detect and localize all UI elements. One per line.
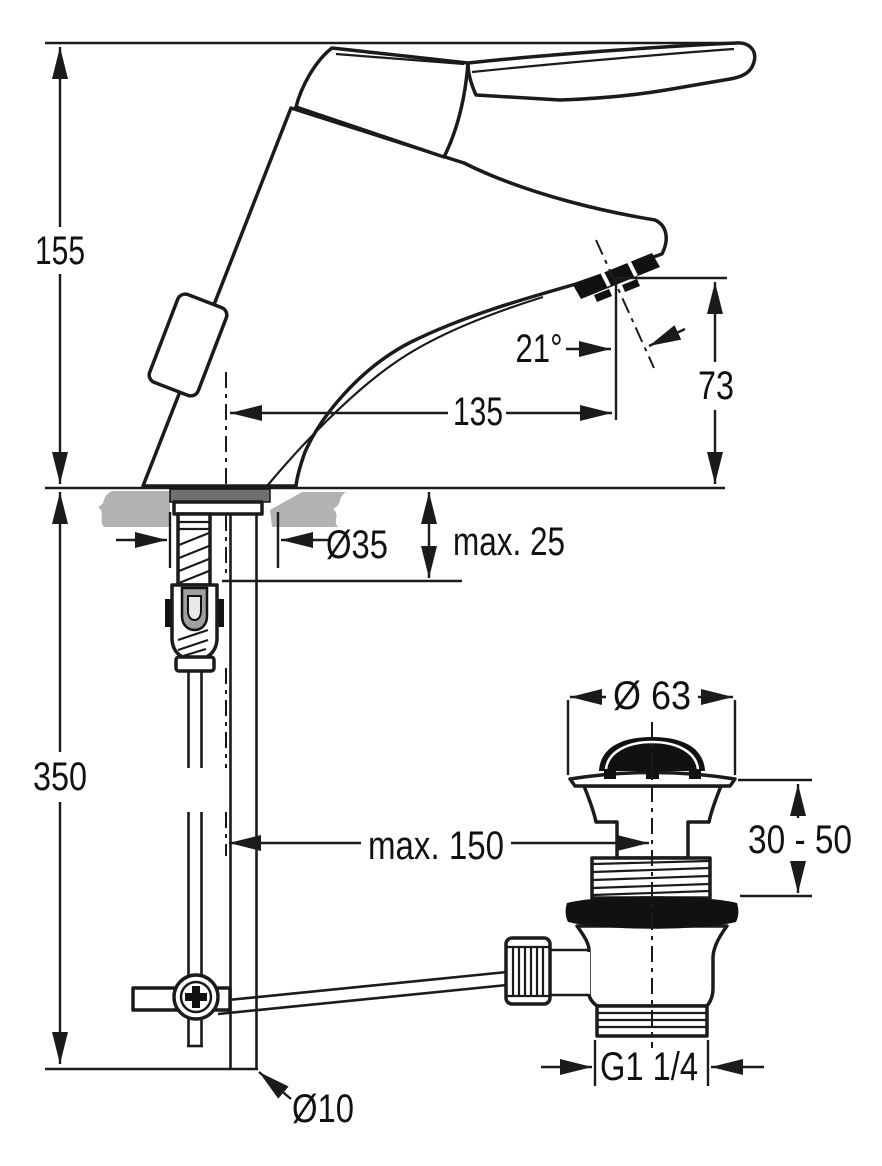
threaded-shank: [176, 512, 212, 587]
dim-angle-tick-arrow: [648, 325, 686, 348]
body-side-plate: [147, 292, 229, 398]
linkage-rod-to-waste-top: [217, 970, 508, 1003]
base-gasket: [169, 488, 271, 503]
dim-label-reach-135: 135: [453, 390, 503, 434]
dim-label-rod-max-150: max. 150: [368, 824, 504, 868]
lever-handle: [466, 41, 757, 102]
dimension-labels: 155 350 21° 73 135 max. 25 Ø35 max. 150 …: [33, 229, 852, 1131]
under-deck-mounting: [131, 488, 508, 1069]
clamp-bottom-flange: [174, 655, 216, 673]
base-washer: [172, 500, 264, 516]
faucet-body: [141, 106, 668, 488]
deck-section-left: [98, 491, 170, 527]
dim-label-outlet-thread-g114: G1 1/4: [600, 1045, 698, 1089]
body-contour-line: [266, 295, 544, 487]
dim-label-plug-dia-63: Ø 63: [613, 674, 691, 718]
clamp-screw-cross-icon: [185, 986, 207, 1008]
pop-up-waste: [504, 722, 739, 1048]
dim-label-angle-21: 21°: [516, 327, 563, 371]
supply-pipe: [229, 515, 258, 1069]
waste-linkage: [131, 970, 508, 1048]
clamp-side-pad-right: [216, 599, 224, 627]
clamp-grip-slot: [187, 595, 202, 622]
mounting-deck: [45, 486, 725, 527]
spout-axis-centerline: [595, 239, 655, 369]
dim-label-height-155: 155: [35, 229, 85, 273]
knurled-coupling-nut: [504, 936, 552, 1006]
linkage-rod-to-waste-bottom: [217, 983, 508, 1016]
spout-aerator: [573, 253, 660, 302]
dim-label-clamp-range-30-50: 30 - 50: [748, 818, 852, 862]
rubber-washer: [565, 896, 739, 929]
lever-top-face-line: [471, 47, 735, 74]
dim-label-deck-max-25: max. 25: [453, 520, 565, 564]
dim-label-rod-dia-10: Ø10: [292, 1087, 354, 1131]
mounting-clamp: [165, 583, 224, 673]
reference-lines: [45, 41, 812, 1086]
wedge-top-face-line: [335, 52, 465, 66]
dim-label-height-73: 73: [698, 364, 734, 408]
dim-label-hole-dia-35: Ø35: [326, 523, 388, 567]
lever-wedge: [294, 46, 470, 159]
pull-rod: [187, 671, 203, 987]
dimension-lines: [52, 47, 806, 1100]
dim-dia10-arrow: [258, 1071, 292, 1100]
dim-label-length-350: 350: [33, 755, 87, 799]
clamp-side-pad-left: [165, 599, 173, 627]
deck-section-right: [270, 492, 346, 527]
faucet: [141, 41, 757, 856]
